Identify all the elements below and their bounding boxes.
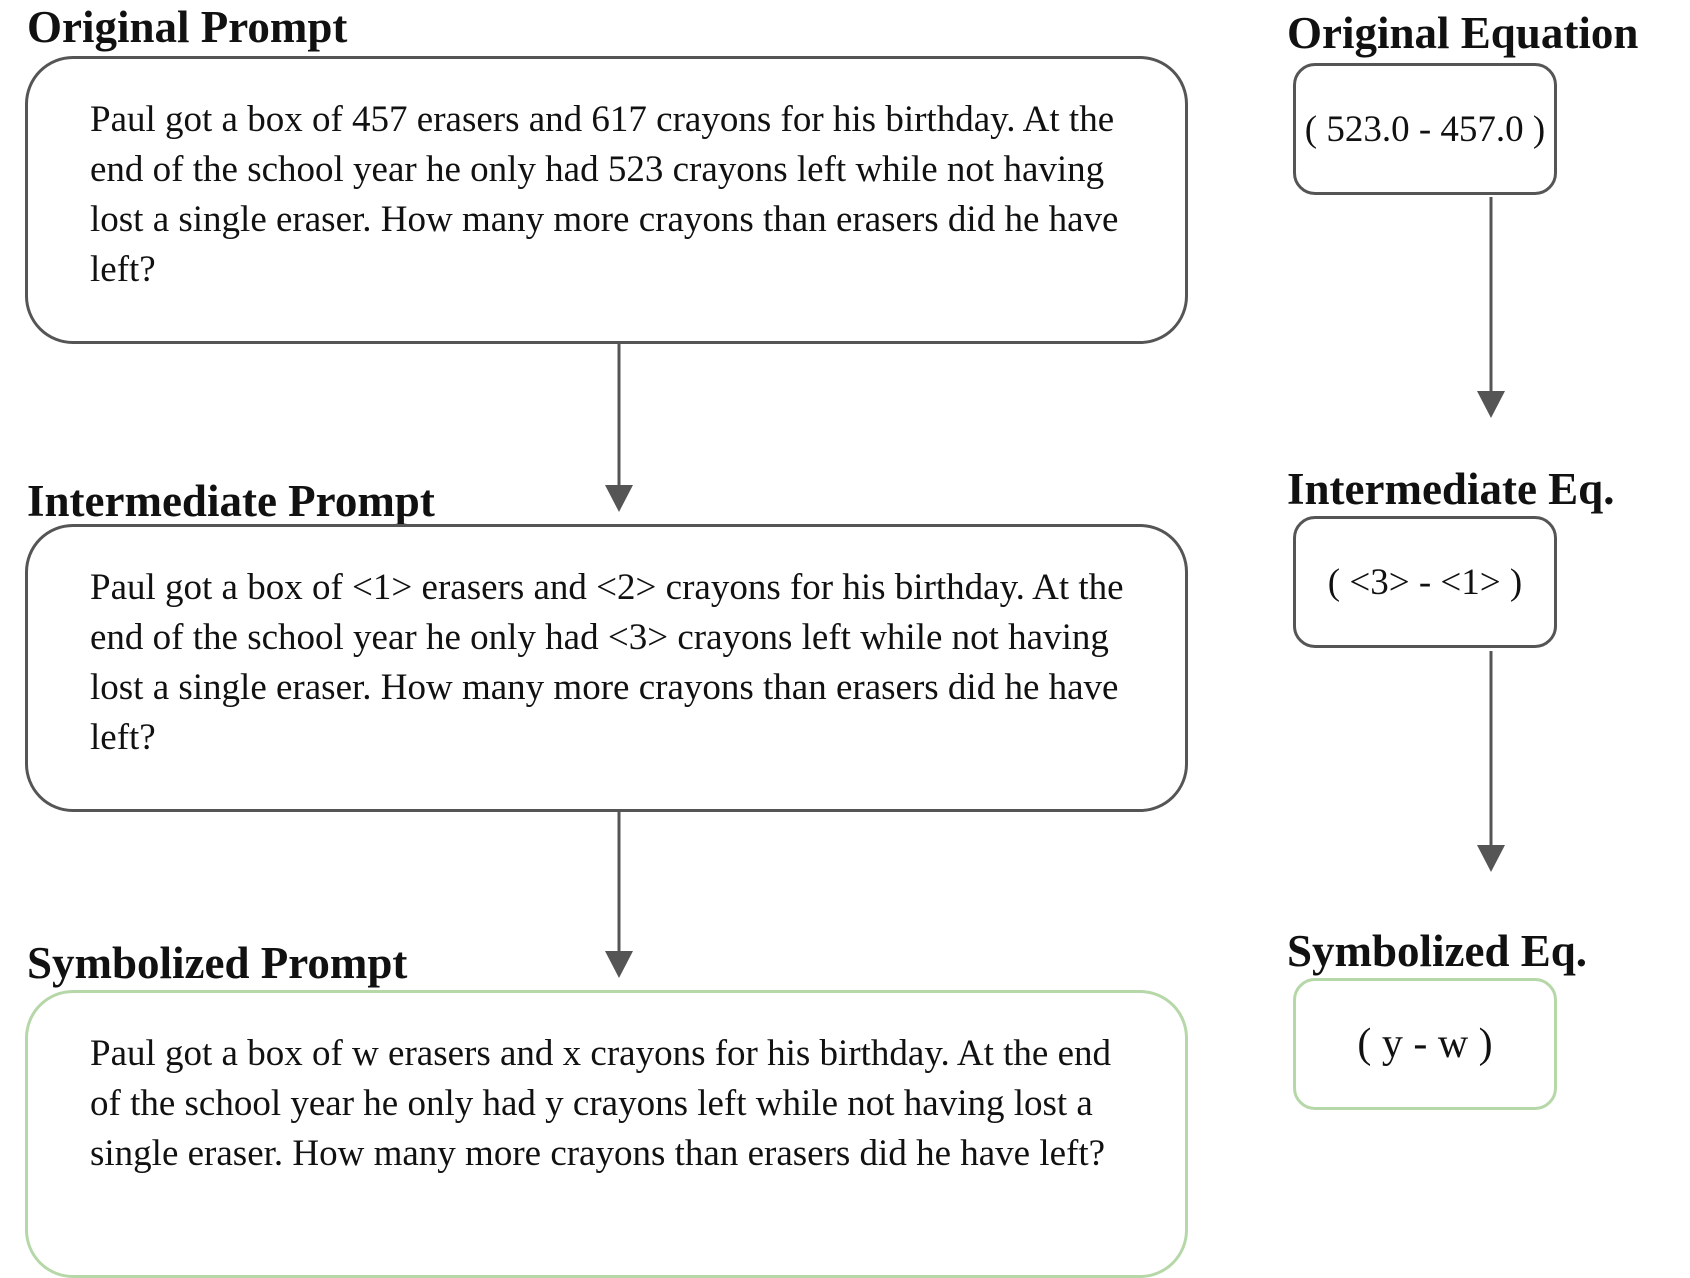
intermediate-equation-text: ( <3> - <1> ) [1327,561,1523,603]
arrow-intermediate-to-symbolized-eq [1477,651,1505,872]
original-prompt-text: Paul got a box of 457 erasers and 617 cr… [90,99,1119,290]
symbolized-prompt-text: Paul got a box of w erasers and x crayon… [90,1033,1112,1174]
intermediate-equation-title: Intermediate Eq. [1287,464,1615,514]
original-equation-box: ( 523.0 - 457.0 ) [1293,63,1557,195]
symbolized-equation-text: ( y - w ) [1357,1021,1493,1067]
symbolized-prompt-box: Paul got a box of w erasers and x crayon… [25,990,1188,1278]
symbolized-prompt-title: Symbolized Prompt [27,938,408,988]
intermediate-prompt-box: Paul got a box of <1> erasers and <2> cr… [25,524,1188,812]
intermediate-prompt-text: Paul got a box of <1> erasers and <2> cr… [90,567,1124,758]
intermediate-equation-box: ( <3> - <1> ) [1293,516,1557,648]
arrow-original-to-intermediate-prompt [605,344,633,512]
symbolized-equation-box: ( y - w ) [1293,978,1557,1110]
original-equation-title: Original Equation [1287,8,1639,58]
original-prompt-box: Paul got a box of 457 erasers and 617 cr… [25,56,1188,344]
original-prompt-title: Original Prompt [27,2,348,52]
arrow-original-to-intermediate-eq [1477,197,1505,418]
intermediate-prompt-title: Intermediate Prompt [27,476,435,526]
symbolized-equation-title: Symbolized Eq. [1287,926,1588,976]
arrow-intermediate-to-symbolized-prompt [605,811,633,978]
original-equation-text: ( 523.0 - 457.0 ) [1304,108,1546,150]
